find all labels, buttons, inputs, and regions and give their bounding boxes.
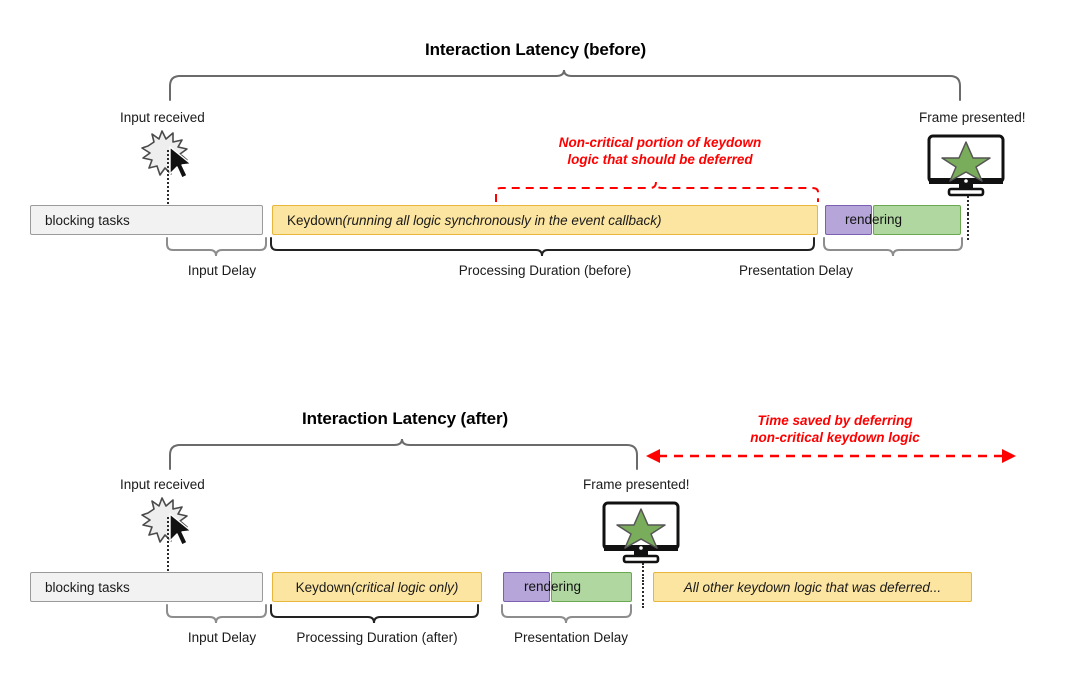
before-red-note-line1: Non-critical portion of keydown bbox=[558, 135, 762, 150]
mouse-cursor-icon bbox=[169, 146, 192, 179]
before-frame-guide-line-lower bbox=[967, 214, 969, 240]
before-input-guide-line bbox=[167, 150, 169, 212]
before-brace-input-delay bbox=[166, 237, 267, 257]
before-rendering-label: rendering bbox=[845, 212, 903, 227]
after-brace-input-delay bbox=[166, 604, 267, 624]
before-bar-blocking-tasks: blocking tasks bbox=[30, 205, 263, 235]
before-input-received-label: Input received bbox=[120, 110, 205, 125]
before-label-presentation-delay: Presentation Delay bbox=[738, 263, 854, 278]
after-frame-guide-line-lower bbox=[642, 580, 644, 608]
after-brace-presentation-delay bbox=[501, 604, 632, 624]
after-brace-processing-duration bbox=[270, 604, 479, 624]
before-red-dashed-bracket bbox=[495, 181, 819, 202]
after-main-brace bbox=[169, 438, 638, 470]
before-brace-presentation-delay bbox=[823, 237, 963, 257]
after-bar-keydown-sublabel: (critical logic only) bbox=[351, 579, 459, 595]
before-bar-keydown-sublabel: (running all logic synchronously in the … bbox=[342, 212, 662, 228]
before-bar-blocking-tasks-label: blocking tasks bbox=[45, 212, 130, 228]
after-bar-keydown-label: Keydown bbox=[295, 579, 352, 595]
after-red-note-line2: non-critical keydown logic bbox=[750, 430, 920, 445]
before-brace-processing-duration bbox=[270, 237, 815, 257]
after-bar-deferred-logic: All other keydown logic that was deferre… bbox=[653, 572, 972, 602]
before-bar-rendering bbox=[873, 205, 961, 235]
before-bar-keydown-label: Keydown bbox=[287, 212, 343, 228]
after-bar-blocking-tasks: blocking tasks bbox=[30, 572, 263, 602]
before-red-note: Non-critical portion of keydown logic th… bbox=[480, 134, 840, 168]
monitor-star-icon bbox=[602, 501, 680, 564]
after-bar-rendering bbox=[551, 572, 632, 602]
after-frame-presented-label: Frame presented! bbox=[583, 477, 690, 492]
after-red-note-line1: Time saved by deferring bbox=[757, 413, 913, 428]
before-frame-presented-label: Frame presented! bbox=[919, 110, 1026, 125]
after-bar-deferred-logic-label: All other keydown logic that was deferre… bbox=[683, 579, 942, 595]
after-frame-guide-line-upper bbox=[642, 563, 644, 579]
before-diagram-title: Interaction Latency (before) bbox=[424, 40, 647, 59]
before-frame-guide-line-upper bbox=[967, 196, 969, 214]
before-bar-keydown: Keydown (running all logic synchronously… bbox=[272, 205, 818, 235]
after-rendering-label: rendering bbox=[524, 579, 582, 594]
after-diagram-title: Interaction Latency (after) bbox=[301, 409, 509, 428]
after-bar-keydown: Keydown (critical logic only) bbox=[272, 572, 482, 602]
after-red-note: Time saved by deferring non-critical key… bbox=[660, 412, 1010, 446]
before-label-input-delay: Input Delay bbox=[187, 263, 257, 278]
monitor-star-icon bbox=[927, 134, 1005, 197]
after-input-received-label: Input received bbox=[120, 477, 205, 492]
after-bar-prerender bbox=[503, 572, 550, 602]
before-main-brace bbox=[169, 69, 961, 101]
after-label-presentation-delay: Presentation Delay bbox=[513, 630, 629, 645]
before-bar-prerender bbox=[825, 205, 872, 235]
after-input-guide-line bbox=[167, 517, 169, 579]
before-red-note-line2: logic that should be deferred bbox=[567, 152, 753, 167]
mouse-cursor-icon bbox=[169, 513, 192, 546]
before-label-processing-duration: Processing Duration (before) bbox=[458, 263, 632, 278]
after-label-processing-duration: Processing Duration (after) bbox=[296, 630, 458, 645]
after-label-input-delay: Input Delay bbox=[187, 630, 257, 645]
after-time-saved-arrow bbox=[646, 449, 1016, 463]
after-bar-blocking-tasks-label: blocking tasks bbox=[45, 579, 130, 595]
